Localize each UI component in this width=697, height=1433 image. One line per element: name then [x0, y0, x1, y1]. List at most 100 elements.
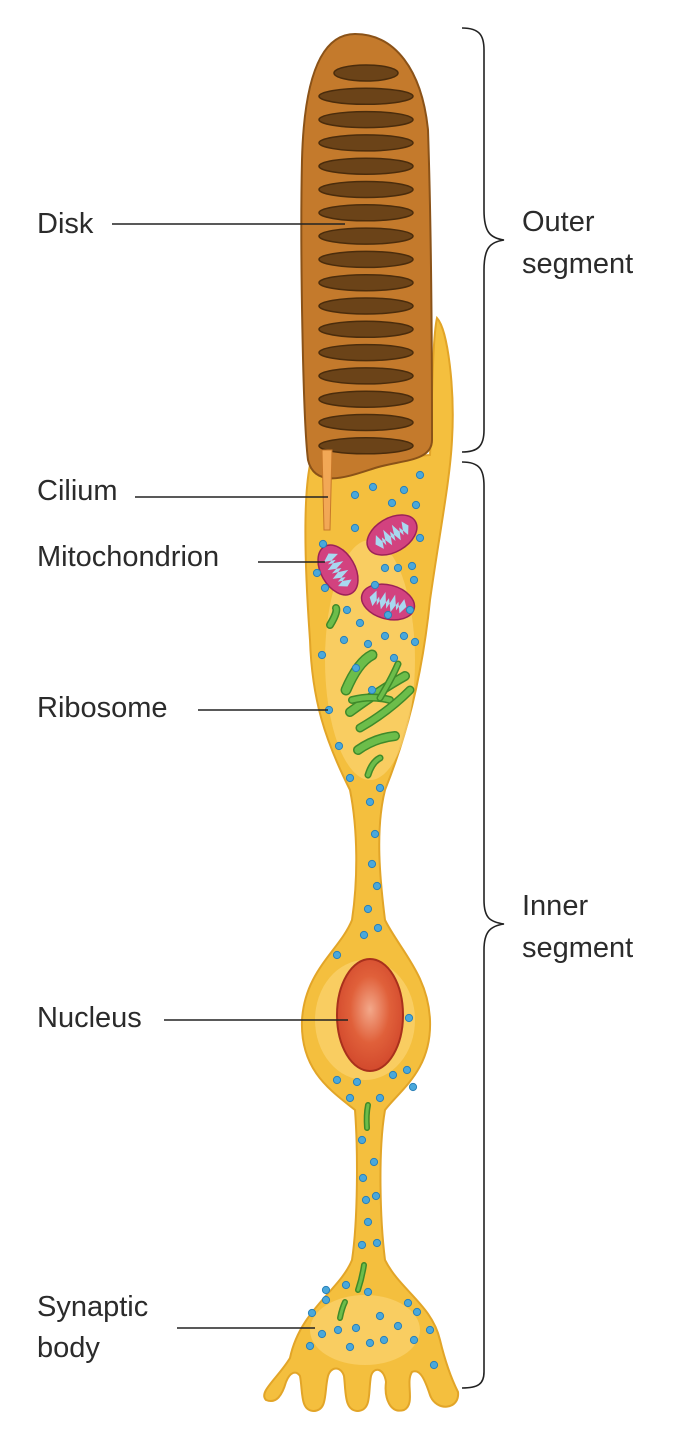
- ribosome: [345, 1093, 355, 1103]
- ribosome: [367, 859, 377, 869]
- ribosome: [318, 539, 328, 549]
- ribosome: [350, 523, 360, 533]
- ribosome: [415, 470, 425, 480]
- ribosome: [375, 1093, 385, 1103]
- ribosome: [365, 797, 375, 807]
- label-synaptic-line2: body: [37, 1332, 100, 1364]
- ribosome: [355, 618, 365, 628]
- disk: [318, 87, 414, 106]
- ribosome: [305, 1341, 315, 1351]
- ribosome: [368, 482, 378, 492]
- bracket-outer-line2: segment: [522, 248, 634, 280]
- ribosome: [380, 563, 390, 573]
- ribosome: [359, 930, 369, 940]
- ribosome: [363, 904, 373, 914]
- ribosome: [372, 881, 382, 891]
- leader-lines: [112, 223, 348, 1329]
- ribosome: [425, 1325, 435, 1335]
- ribosome: [358, 1173, 368, 1183]
- ribosome: [350, 490, 360, 500]
- ribosome: [387, 498, 397, 508]
- disk: [318, 250, 414, 269]
- ribosome: [317, 1329, 327, 1339]
- disk: [318, 413, 414, 432]
- ribosome: [379, 1335, 389, 1345]
- disk: [318, 157, 414, 175]
- ribosome: [389, 653, 399, 663]
- label-disk: Disk: [37, 208, 94, 240]
- mitochondrion: [360, 583, 416, 621]
- ribosome: [429, 1360, 439, 1370]
- ribosome: [412, 1307, 422, 1317]
- ribosome: [321, 1295, 331, 1305]
- ribosome: [369, 1157, 379, 1167]
- ribosome: [352, 1077, 362, 1087]
- ribosome: [399, 485, 409, 495]
- ribosome: [334, 741, 344, 751]
- ribosome: [332, 1075, 342, 1085]
- ribosome: [357, 1135, 367, 1145]
- bracket-inner-line2: segment: [522, 932, 634, 964]
- ribosome: [345, 773, 355, 783]
- ribosome: [367, 685, 377, 695]
- ribosome: [393, 1321, 403, 1331]
- ribosome: [402, 1065, 412, 1075]
- ribosome: [361, 1195, 371, 1205]
- ribosome: [399, 631, 409, 641]
- ribosome: [410, 637, 420, 647]
- ribosome: [408, 1082, 418, 1092]
- ribosome: [372, 1238, 382, 1248]
- ribosome: [332, 950, 342, 960]
- mitochondrion: [366, 514, 418, 556]
- disk: [318, 343, 414, 362]
- label-nucleus: Nucleus: [37, 1002, 142, 1034]
- organelles: [317, 514, 418, 1321]
- mitochondrion: [317, 544, 359, 596]
- disk: [318, 390, 414, 408]
- ribosome: [409, 575, 419, 585]
- ribosome: [320, 583, 330, 593]
- ribosome: [415, 533, 425, 543]
- ribosome: [407, 561, 417, 571]
- ribosome: [375, 783, 385, 793]
- ribosome: [405, 605, 415, 615]
- bracket-inner-line1: Inner: [522, 890, 589, 922]
- label-ribosome: Ribosome: [37, 692, 168, 724]
- disk: [318, 273, 414, 292]
- ribosome: [357, 1240, 367, 1250]
- ribosome: [363, 639, 373, 649]
- disk: [318, 180, 414, 199]
- disk: [318, 204, 414, 222]
- ribosome: [307, 1308, 317, 1318]
- ribosome: [393, 563, 403, 573]
- ribosome: [345, 1342, 355, 1352]
- disk: [333, 64, 399, 82]
- ribosome: [388, 1070, 398, 1080]
- disk: [318, 320, 414, 339]
- cilium: [321, 449, 333, 531]
- disk: [318, 437, 414, 455]
- inner-segment-body: [263, 315, 460, 1413]
- disk: [318, 297, 414, 315]
- ribosome: [363, 1287, 373, 1297]
- ribosome: [317, 650, 327, 660]
- ribosomes: [305, 470, 439, 1370]
- label-mitochondrion: Mitochondrion: [37, 541, 220, 573]
- ribosome: [370, 829, 380, 839]
- ribosome: [371, 1191, 381, 1201]
- ribosome: [351, 1323, 361, 1333]
- ribosome: [375, 1311, 385, 1321]
- ribosome: [383, 610, 393, 620]
- disk: [318, 134, 414, 152]
- ribosome: [404, 1013, 414, 1023]
- ribosome: [365, 1338, 375, 1348]
- ribosome: [363, 1217, 373, 1227]
- disk: [318, 227, 414, 245]
- ribosome: [403, 1298, 413, 1308]
- disk: [318, 110, 414, 129]
- ribosome: [411, 500, 421, 510]
- ribosome: [373, 923, 383, 933]
- inner-segment-brace: [461, 461, 505, 1389]
- disk-stack: [318, 64, 414, 455]
